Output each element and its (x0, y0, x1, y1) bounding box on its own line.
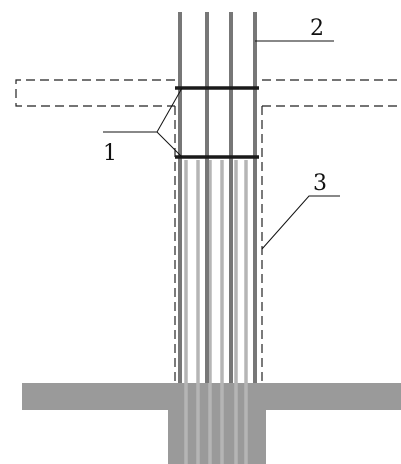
leader-3 (261, 195, 340, 250)
leader-1-to-upper-hoop (156, 87, 183, 133)
lower-bars (184, 160, 248, 464)
label-2: 2 (310, 16, 324, 41)
upper-bars (178, 12, 257, 383)
label-3: 3 (313, 171, 327, 196)
hoops (175, 86, 259, 159)
foundation-pier (168, 408, 266, 464)
label-1: 1 (103, 141, 117, 166)
beam-outline-left (15, 79, 175, 107)
leaders (103, 40, 340, 250)
leader-1-to-lower-hoop (156, 131, 183, 158)
dashed-outline (15, 79, 401, 383)
